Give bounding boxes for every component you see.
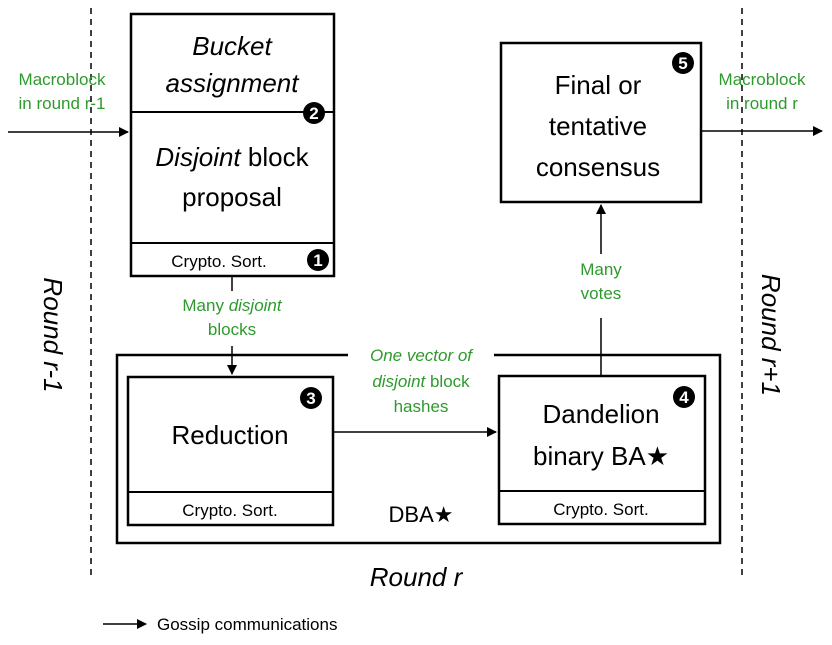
- input-edge-label-1: Macroblock: [19, 70, 106, 89]
- dandelion-line2: binary BA★: [533, 441, 669, 471]
- step-badge-5-number: 5: [678, 54, 687, 73]
- bucket-assignment-line2: assignment: [166, 68, 301, 98]
- proposal-block-frame: [129, 12, 336, 278]
- consensus-line1: Final or: [555, 70, 642, 100]
- reduction-label: Reduction: [171, 420, 288, 450]
- dba-label-gap: [348, 344, 494, 366]
- edge-vector-italic: disjoint: [372, 372, 426, 391]
- disjoint-proposal-rest: block: [241, 142, 310, 172]
- output-edge-label-2: in round r: [726, 94, 798, 113]
- step-badge-3-number: 3: [306, 389, 315, 408]
- disjoint-proposal-italic: Disjoint: [155, 142, 242, 172]
- step-badge-4-number: 4: [679, 388, 689, 407]
- consensus-block: Final or tentative consensus 5: [499, 41, 703, 204]
- label-round-next: Round r+1: [756, 274, 786, 396]
- edge-vector-line3: hashes: [394, 397, 449, 416]
- edge-votes-line1: Many: [580, 260, 622, 279]
- edge-disjoint-blocks-line2: blocks: [208, 320, 256, 339]
- legend-label: Gossip communications: [157, 615, 337, 634]
- proposal-block: Bucket assignment 2 Disjoint block propo…: [129, 12, 336, 278]
- output-edge-label-1: Macroblock: [719, 70, 806, 89]
- disjoint-proposal-line1: Disjoint block: [155, 142, 309, 172]
- disjoint-proposal-line2: proposal: [182, 182, 282, 212]
- consensus-line2: tentative: [549, 111, 647, 141]
- reduction-block-frame: [126, 375, 335, 527]
- edge-vector-line1: One vector of: [370, 346, 474, 365]
- edge-votes-line2: votes: [581, 284, 622, 303]
- label-round-prev: Round r-1: [38, 277, 68, 392]
- proposal-crypto-sort: Crypto. Sort.: [171, 252, 266, 271]
- edge-vector-rest: block: [425, 372, 470, 391]
- reduction-block: Reduction 3 Crypto. Sort.: [126, 375, 335, 527]
- edge-disjoint-blocks-pre: Many: [182, 296, 228, 315]
- edge-disjoint-blocks-line1: Many disjoint: [182, 296, 282, 315]
- label-round-current: Round r: [370, 562, 464, 592]
- dandelion-block: Dandelion binary BA★ 4 Crypto. Sort.: [497, 374, 707, 526]
- dandelion-block-frame: [497, 374, 707, 526]
- step-badge-5: [672, 52, 694, 74]
- input-edge-label-2: in round r-1: [19, 94, 106, 113]
- dba-label: DBA★: [389, 502, 454, 527]
- edge-vector-line2: disjoint block: [372, 372, 470, 391]
- edge-disjoint-blocks-italic: disjoint: [229, 296, 283, 315]
- dandelion-crypto-sort: Crypto. Sort.: [553, 500, 648, 519]
- step-badge-1-number: 1: [313, 251, 322, 270]
- consensus-block-frame: [499, 41, 703, 204]
- dandelion-line1: Dandelion: [542, 399, 659, 429]
- step-badge-1: [307, 249, 329, 271]
- consensus-line3: consensus: [536, 152, 660, 182]
- reduction-crypto-sort: Crypto. Sort.: [182, 501, 277, 520]
- bucket-assignment-line1: Bucket: [192, 31, 273, 61]
- step-badge-2: [303, 102, 325, 124]
- step-badge-3: [300, 387, 322, 409]
- step-badge-2-number: 2: [309, 104, 318, 123]
- step-badge-4: [673, 386, 695, 408]
